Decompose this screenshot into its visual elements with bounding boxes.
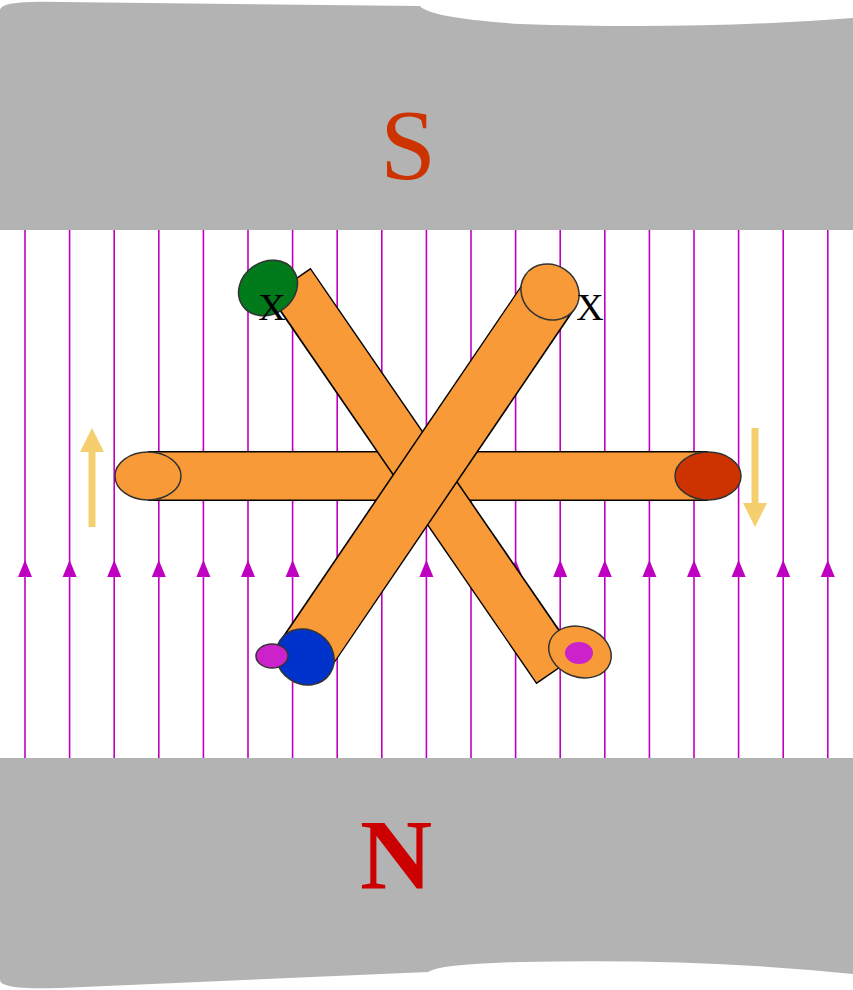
field-line bbox=[69, 230, 71, 758]
field-line bbox=[782, 230, 784, 758]
pole-label: S bbox=[380, 95, 436, 195]
field-arrow bbox=[286, 560, 300, 577]
pole-body bbox=[0, 2, 853, 230]
bar-end bbox=[541, 618, 618, 687]
pole-body bbox=[0, 758, 853, 988]
field-arrow bbox=[241, 560, 255, 577]
current-into-page-mark: X bbox=[576, 288, 603, 326]
field-arrow bbox=[821, 560, 835, 577]
field-arrow bbox=[776, 560, 790, 577]
motion-arrow bbox=[752, 428, 759, 505]
arrow-head bbox=[80, 428, 104, 452]
north-pole: N bbox=[0, 758, 853, 990]
diagonal-bar bbox=[306, 291, 552, 654]
field-arrow bbox=[419, 560, 433, 577]
field-arrow bbox=[107, 560, 121, 577]
pole-label: N bbox=[360, 805, 432, 905]
field-arrow bbox=[63, 560, 77, 577]
field-arrow bbox=[598, 560, 612, 577]
field-line bbox=[24, 230, 26, 758]
bar-end bbox=[675, 452, 741, 500]
bar-outline bbox=[290, 282, 557, 670]
field-arrow bbox=[553, 560, 567, 577]
current-dot bbox=[256, 644, 288, 668]
bar-end bbox=[228, 249, 309, 327]
field-arrow bbox=[687, 560, 701, 577]
field-arrow bbox=[642, 560, 656, 577]
motion-arrow bbox=[89, 450, 96, 527]
bar-end bbox=[115, 452, 181, 500]
bar-outline bbox=[305, 290, 553, 655]
field-line bbox=[738, 230, 740, 758]
field-arrow bbox=[196, 560, 210, 577]
field-lines bbox=[18, 230, 835, 758]
field-arrow bbox=[152, 560, 166, 577]
current-into-page-mark: X bbox=[258, 288, 285, 326]
field-arrow bbox=[732, 560, 746, 577]
rotor-bars bbox=[115, 249, 741, 696]
current-dot bbox=[565, 642, 593, 664]
south-pole: S bbox=[0, 0, 853, 230]
field-arrow bbox=[18, 560, 32, 577]
arrow-head bbox=[743, 503, 767, 527]
field-line bbox=[113, 230, 115, 758]
diagonal-bar bbox=[291, 283, 556, 669]
field-line bbox=[827, 230, 829, 758]
motion-arrows bbox=[80, 428, 767, 527]
